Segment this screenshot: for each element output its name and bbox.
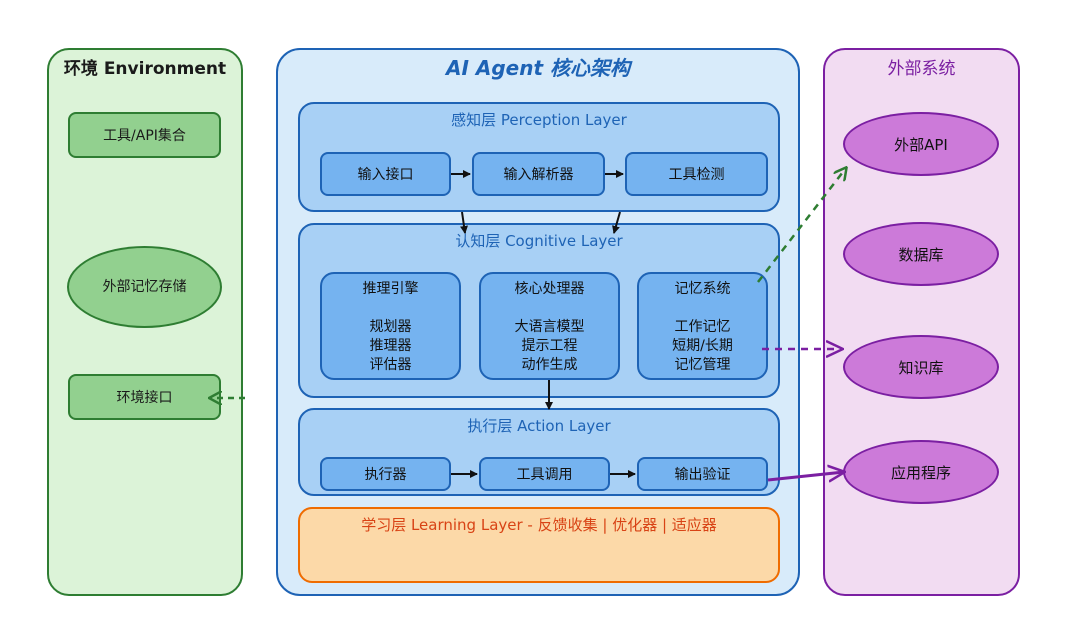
input-parser-node[interactable]: 输入解析器 <box>472 152 605 196</box>
core-processor-title: 核心处理器 <box>514 281 585 297</box>
cognitive-layer-title: 认知层 Cognitive Layer <box>455 231 623 250</box>
executor-node[interactable]: 执行器 <box>320 457 451 491</box>
environment-title: 环境 Environment <box>63 58 227 79</box>
external-api-node[interactable]: 外部API <box>843 112 999 176</box>
input-interface-node[interactable]: 输入接口 <box>320 152 451 196</box>
knowledge-base-node[interactable]: 知识库 <box>843 335 999 399</box>
reasoner-line: 推理器 <box>369 337 412 354</box>
learning-layer <box>298 507 780 583</box>
external-memory-storage-node[interactable]: 外部记忆存储 <box>67 246 222 328</box>
memory-system-title: 记忆系统 <box>674 281 731 297</box>
evaluator-line: 评估器 <box>369 356 412 373</box>
planner-line: 规划器 <box>369 319 412 335</box>
core-processor-box[interactable]: 核心处理器 大语言模型 提示工程 动作生成 <box>479 272 620 380</box>
tool-call-node[interactable]: 工具调用 <box>479 457 610 491</box>
reasoning-engine-title: 推理引擎 <box>362 281 419 297</box>
tool-detection-node[interactable]: 工具检测 <box>625 152 768 196</box>
memory-management-line: 记忆管理 <box>674 356 731 373</box>
working-memory-line: 工作记忆 <box>674 319 731 335</box>
application-node[interactable]: 应用程序 <box>843 440 999 504</box>
learning-layer-title: 学习层 Learning Layer - 反馈收集 | 优化器 | 适应器 <box>361 515 717 534</box>
external-systems-title: 外部系统 <box>887 58 956 79</box>
database-node[interactable]: 数据库 <box>843 222 999 286</box>
short-long-term-line: 短期/长期 <box>672 337 733 354</box>
reasoning-engine-box[interactable]: 推理引擎 规划器 推理器 评估器 <box>320 272 461 380</box>
perception-layer-title: 感知层 Perception Layer <box>451 110 627 129</box>
environment-interface-node[interactable]: 环境接口 <box>68 374 221 420</box>
prompt-engineering-line: 提示工程 <box>521 337 578 354</box>
tool-api-collection-node[interactable]: 工具/API集合 <box>68 112 221 158</box>
output-verification-node[interactable]: 输出验证 <box>637 457 768 491</box>
llm-line: 大语言模型 <box>514 319 585 335</box>
action-generation-line: 动作生成 <box>521 356 578 373</box>
core-architecture-title: AI Agent 核心架构 <box>445 55 630 80</box>
memory-system-box[interactable]: 记忆系统 工作记忆 短期/长期 记忆管理 <box>637 272 768 380</box>
action-layer-title: 执行层 Action Layer <box>467 416 611 435</box>
